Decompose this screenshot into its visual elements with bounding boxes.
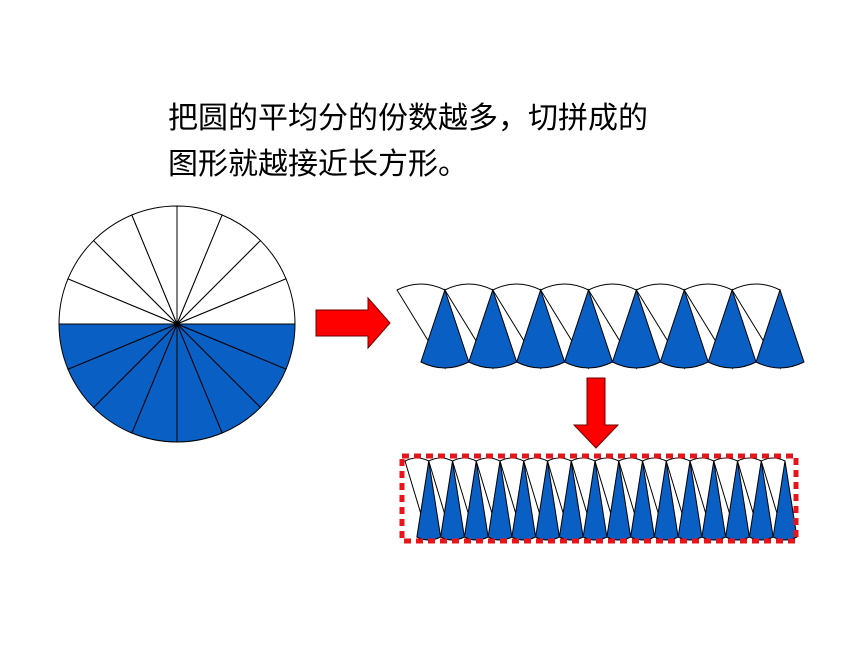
arrow-right-shape [315,296,391,350]
strip-sector-blue [755,288,805,369]
rearranged-strip-32 [404,457,798,541]
caption: 把圆的平均分的份数越多，切拼成的 图形就越接近长方形。 [168,96,768,188]
caption-line-1: 把圆的平均分的份数越多，切拼成的 [168,101,648,136]
divided-circle [58,205,296,443]
rearranged-strip-16 [396,283,805,370]
strip-sector-blue [772,460,798,541]
caption-line-2: 图形就越接近长方形。 [168,147,468,182]
arrow-down-icon [572,377,620,449]
rectangle-approximation-frame [399,453,799,544]
arrow-right-icon [315,296,391,350]
circle-sector [176,278,296,325]
arrow-down-shape [572,377,620,449]
